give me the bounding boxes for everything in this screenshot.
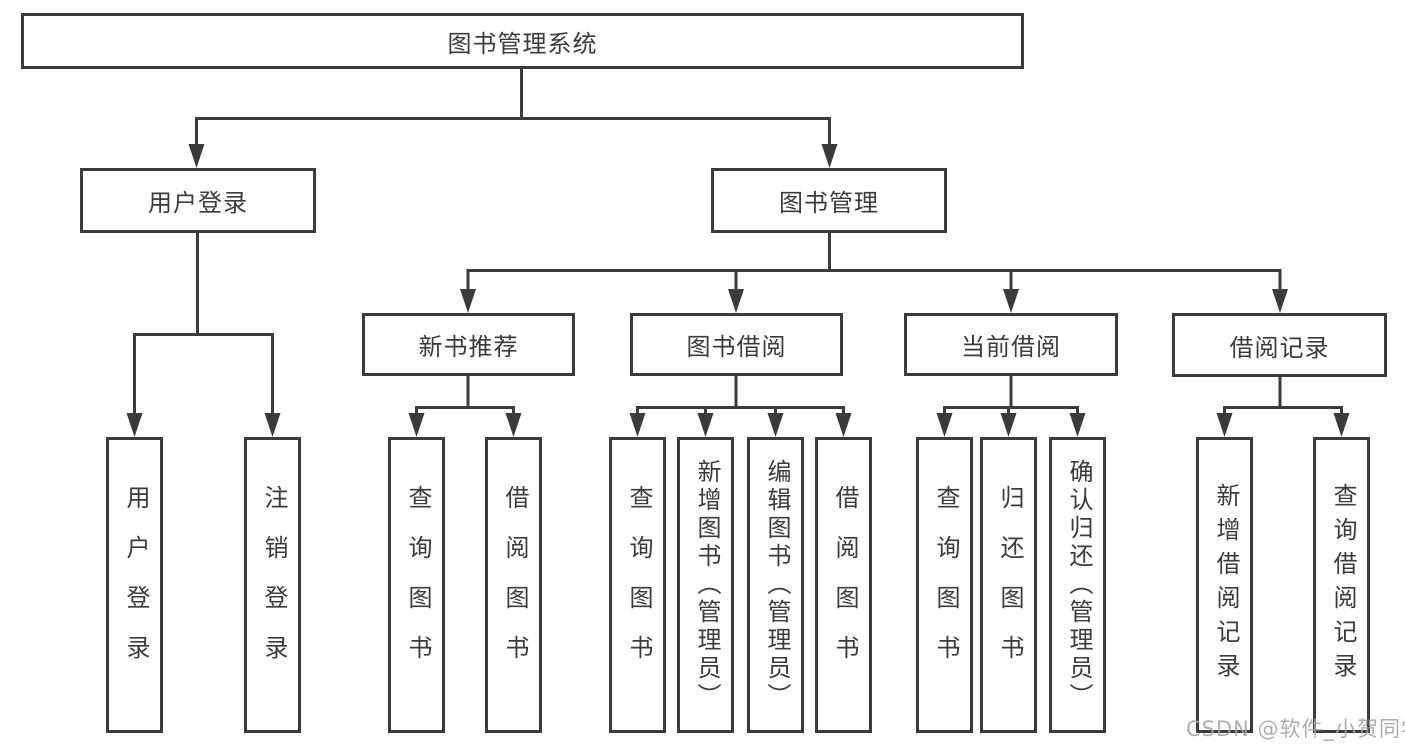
connector-new-book-rec-branch (415, 376, 515, 419)
connector-current-borrow-branch (943, 376, 1079, 419)
node-rec-query-book: 查询图书 (388, 437, 445, 733)
node-logout-login: 注销登录 (244, 437, 301, 733)
node-borrow-records: 借阅记录 (1172, 313, 1387, 377)
node-rec-borrow-book: 借阅图书 (485, 437, 542, 733)
connector-book-mgmt-branch (466, 233, 1282, 293)
node-bb-query-book: 查询图书 (609, 437, 666, 733)
node-new-book-rec: 新书推荐 (362, 313, 575, 376)
node-cb-return-book: 归还图书 (980, 437, 1037, 733)
arrowheads (126, 144, 1350, 437)
node-user-login-group: 用户登录 (80, 168, 316, 233)
node-cb-confirm-return: 确认归还（管理员） (1049, 437, 1106, 733)
node-bb-edit-book: 编辑图书（管理员） (747, 437, 804, 733)
connector-book-borrow-branch (636, 376, 845, 419)
node-bb-add-book: 新增图书（管理员） (677, 437, 734, 733)
node-br-query-record: 查询借阅记录 (1313, 437, 1370, 733)
connector-root (195, 69, 831, 152)
node-bb-borrow-book: 借阅图书 (815, 437, 872, 733)
connector-borrow-records-branch (1223, 377, 1343, 419)
node-book-borrow: 图书借阅 (630, 313, 843, 376)
csdn-watermark: CSDN @软件_小贺同学 (1186, 717, 1405, 741)
connector-user-login-branch (133, 233, 274, 417)
node-br-add-record: 新增借阅记录 (1196, 437, 1253, 733)
node-user-login: 用户登录 (106, 437, 163, 733)
node-root: 图书管理系统 (21, 13, 1024, 69)
node-book-mgmt-group: 图书管理 (711, 168, 947, 233)
node-current-borrow: 当前借阅 (904, 313, 1118, 376)
node-cb-query-book: 查询图书 (916, 437, 973, 733)
